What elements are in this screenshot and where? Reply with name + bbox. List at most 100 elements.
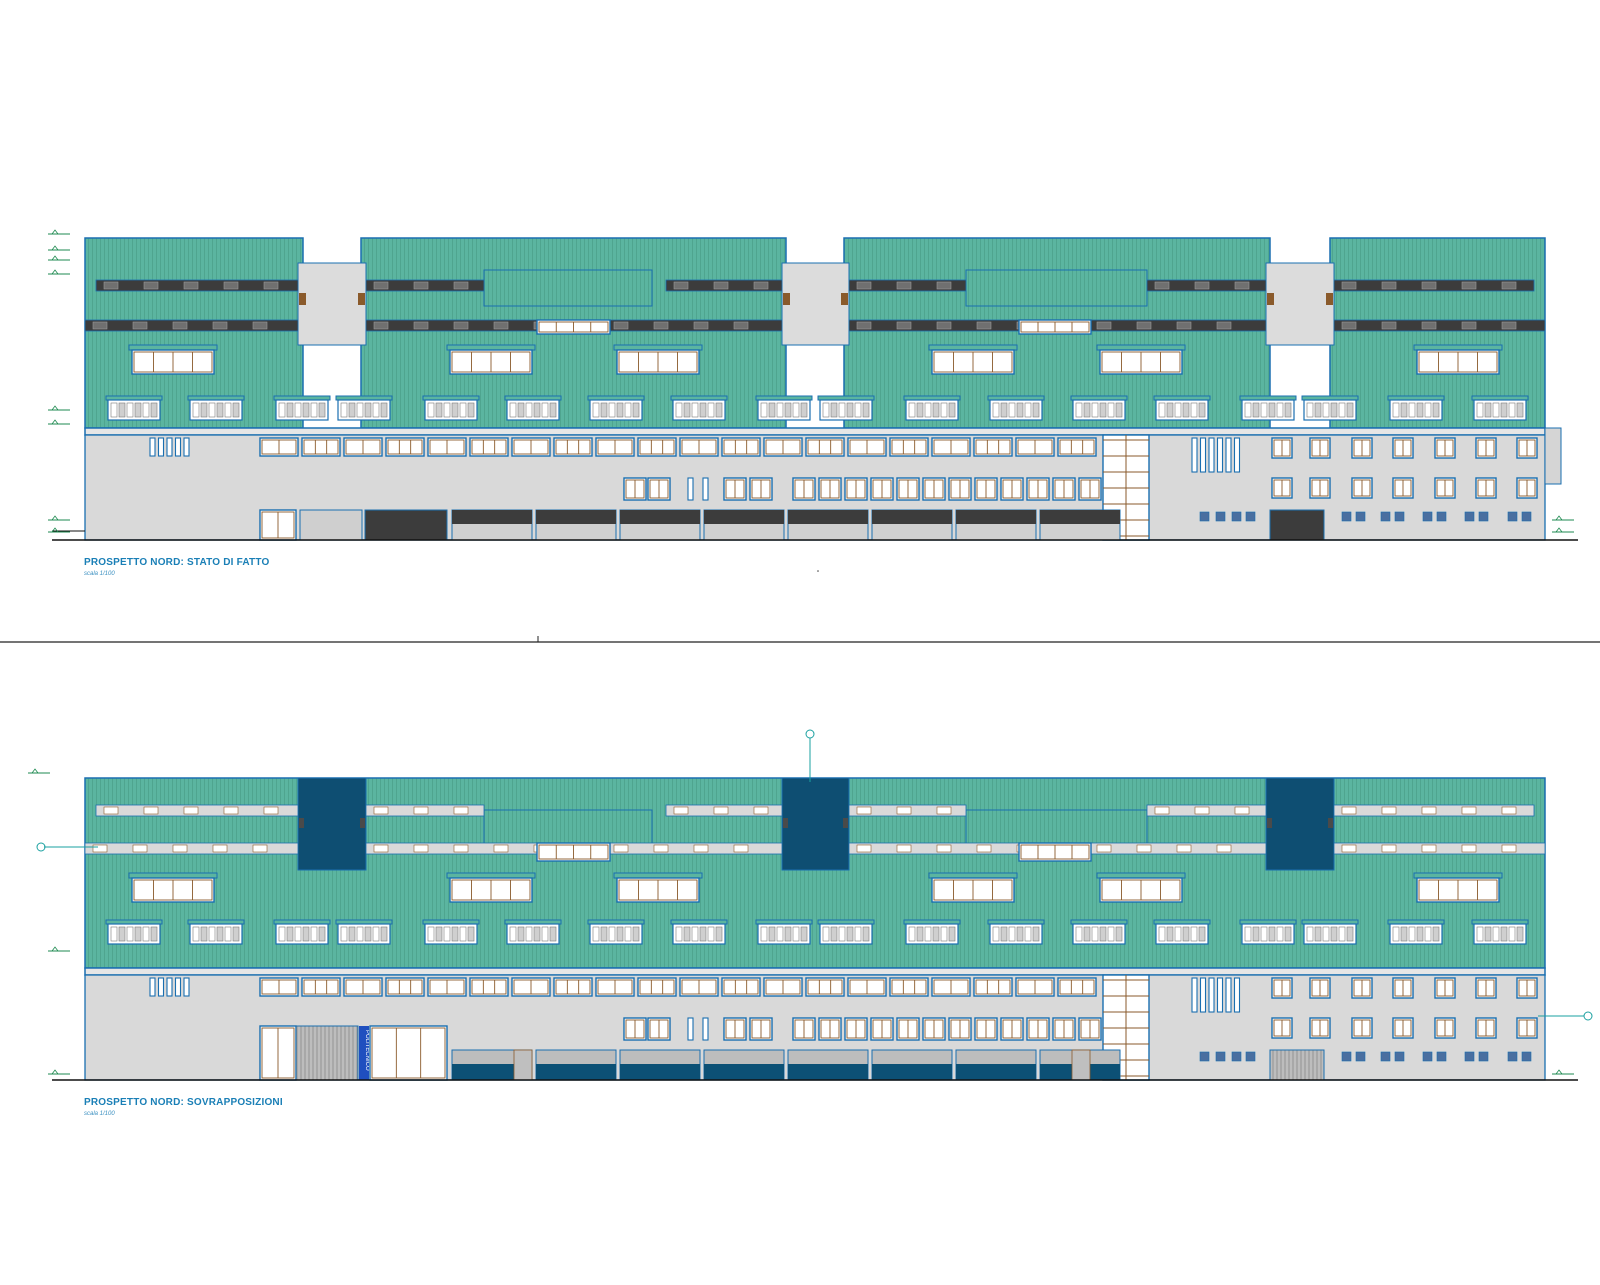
shop-glass bbox=[620, 1064, 700, 1080]
clerestory-window bbox=[1154, 806, 1170, 815]
tall-narrow-window bbox=[1191, 437, 1198, 473]
roof-window-pane bbox=[549, 926, 557, 942]
clerestory-band bbox=[1333, 842, 1546, 855]
clerestory-window bbox=[1461, 281, 1477, 290]
narrow-window bbox=[157, 437, 165, 457]
clerestory-window bbox=[223, 806, 239, 815]
roof-window-pane bbox=[318, 402, 326, 418]
dormer-cap bbox=[928, 344, 1018, 351]
roof-window-pane bbox=[451, 402, 459, 418]
tall-narrow-window bbox=[1216, 437, 1224, 473]
roof-window-pane bbox=[846, 926, 854, 942]
window-frame bbox=[471, 979, 507, 995]
stair-tower bbox=[1265, 777, 1335, 871]
clerestory-window bbox=[936, 806, 952, 815]
level-triangle bbox=[51, 527, 59, 533]
roof-window-pane bbox=[592, 402, 600, 418]
roof-window-pane bbox=[1075, 402, 1083, 418]
vent-window bbox=[1422, 511, 1433, 522]
clerestory-window bbox=[132, 321, 148, 330]
gate-panel bbox=[295, 1025, 359, 1081]
clerestory-window bbox=[1381, 281, 1397, 290]
clerestory-window bbox=[373, 321, 389, 330]
level-triangle bbox=[1555, 515, 1563, 521]
vent-window bbox=[1341, 511, 1352, 522]
roof-insert bbox=[965, 269, 1148, 307]
roof-window-pane bbox=[192, 926, 200, 942]
roof-insert bbox=[965, 809, 1148, 847]
vent-window bbox=[1507, 511, 1518, 522]
elevation-1-title: PROSPETTO NORD: STATO DI FATTO bbox=[84, 557, 270, 568]
dormer-cap bbox=[1413, 344, 1503, 351]
clerestory-window bbox=[1461, 321, 1477, 330]
roof-window-pane bbox=[232, 926, 240, 942]
clerestory-window bbox=[936, 844, 952, 853]
window bbox=[385, 977, 425, 997]
roof-window-pane bbox=[364, 402, 372, 418]
window bbox=[889, 437, 929, 457]
roof-window-pane bbox=[232, 402, 240, 418]
elevation-1-scale: scala 1/100 bbox=[84, 571, 115, 577]
roof-window-pane bbox=[1416, 402, 1424, 418]
roof-window-pane bbox=[1346, 402, 1354, 418]
roof-window-cap bbox=[1153, 395, 1211, 401]
roof-window-pane bbox=[1400, 926, 1408, 942]
side-annex bbox=[1544, 427, 1562, 485]
tall-narrow-window bbox=[1233, 977, 1241, 1013]
narrow-window bbox=[157, 977, 165, 997]
narrow-window bbox=[702, 477, 709, 501]
roof-window-pane bbox=[683, 402, 691, 418]
roof-window-pane bbox=[1484, 402, 1492, 418]
roof-window-pane bbox=[1107, 926, 1115, 942]
roof-window-pane bbox=[1158, 926, 1166, 942]
clerestory-window bbox=[1501, 281, 1517, 290]
tower-door bbox=[299, 818, 304, 828]
roof-window-cap bbox=[817, 395, 875, 401]
shop-glass bbox=[452, 1064, 532, 1080]
vent-window bbox=[1245, 511, 1256, 522]
roof-window-pane bbox=[1099, 402, 1107, 418]
roof-window-pane bbox=[1476, 926, 1484, 942]
clerestory-band bbox=[84, 319, 299, 332]
roof-window-pane bbox=[1416, 926, 1424, 942]
clerestory-window bbox=[132, 844, 148, 853]
roof-window-cap bbox=[670, 395, 728, 401]
roof-window-pane bbox=[1500, 926, 1508, 942]
clerestory-window bbox=[1341, 281, 1357, 290]
roof-window-pane bbox=[1174, 926, 1182, 942]
window-frame bbox=[639, 979, 675, 995]
tall-narrow-window bbox=[1225, 977, 1232, 1013]
roof-window-pane bbox=[134, 402, 142, 418]
roof-window-pane bbox=[675, 926, 683, 942]
roof-window-pane bbox=[1091, 402, 1099, 418]
sheet-separator bbox=[0, 570, 1600, 643]
window bbox=[385, 437, 425, 457]
window bbox=[301, 977, 341, 997]
roof-window-pane bbox=[1252, 926, 1260, 942]
window bbox=[553, 437, 593, 457]
roof-window-pane bbox=[1330, 402, 1338, 418]
eave-band bbox=[84, 967, 1546, 976]
tall-narrow-window bbox=[1199, 437, 1207, 473]
vent-window bbox=[1231, 1051, 1242, 1062]
clerestory-window bbox=[263, 806, 279, 815]
roof-window-pane bbox=[822, 402, 830, 418]
roof-window-pane bbox=[443, 402, 451, 418]
clerestory-window bbox=[1096, 844, 1112, 853]
roof-window-pane bbox=[838, 926, 846, 942]
roof-window-pane bbox=[372, 926, 380, 942]
tall-narrow-window bbox=[1225, 437, 1232, 473]
roof-window-pane bbox=[862, 402, 870, 418]
clerestory-window bbox=[92, 321, 108, 330]
roof-window-cap bbox=[187, 395, 245, 401]
roof-window-pane bbox=[364, 926, 372, 942]
clerestory-window bbox=[252, 844, 268, 853]
roof-window-pane bbox=[784, 926, 792, 942]
window-frame bbox=[303, 439, 339, 455]
roof-window-pane bbox=[1158, 402, 1166, 418]
clerestory-window bbox=[493, 321, 509, 330]
callout-marker bbox=[36, 842, 46, 852]
clerestory-window bbox=[896, 321, 912, 330]
roof-window-pane bbox=[356, 402, 364, 418]
vent-window bbox=[1521, 511, 1532, 522]
